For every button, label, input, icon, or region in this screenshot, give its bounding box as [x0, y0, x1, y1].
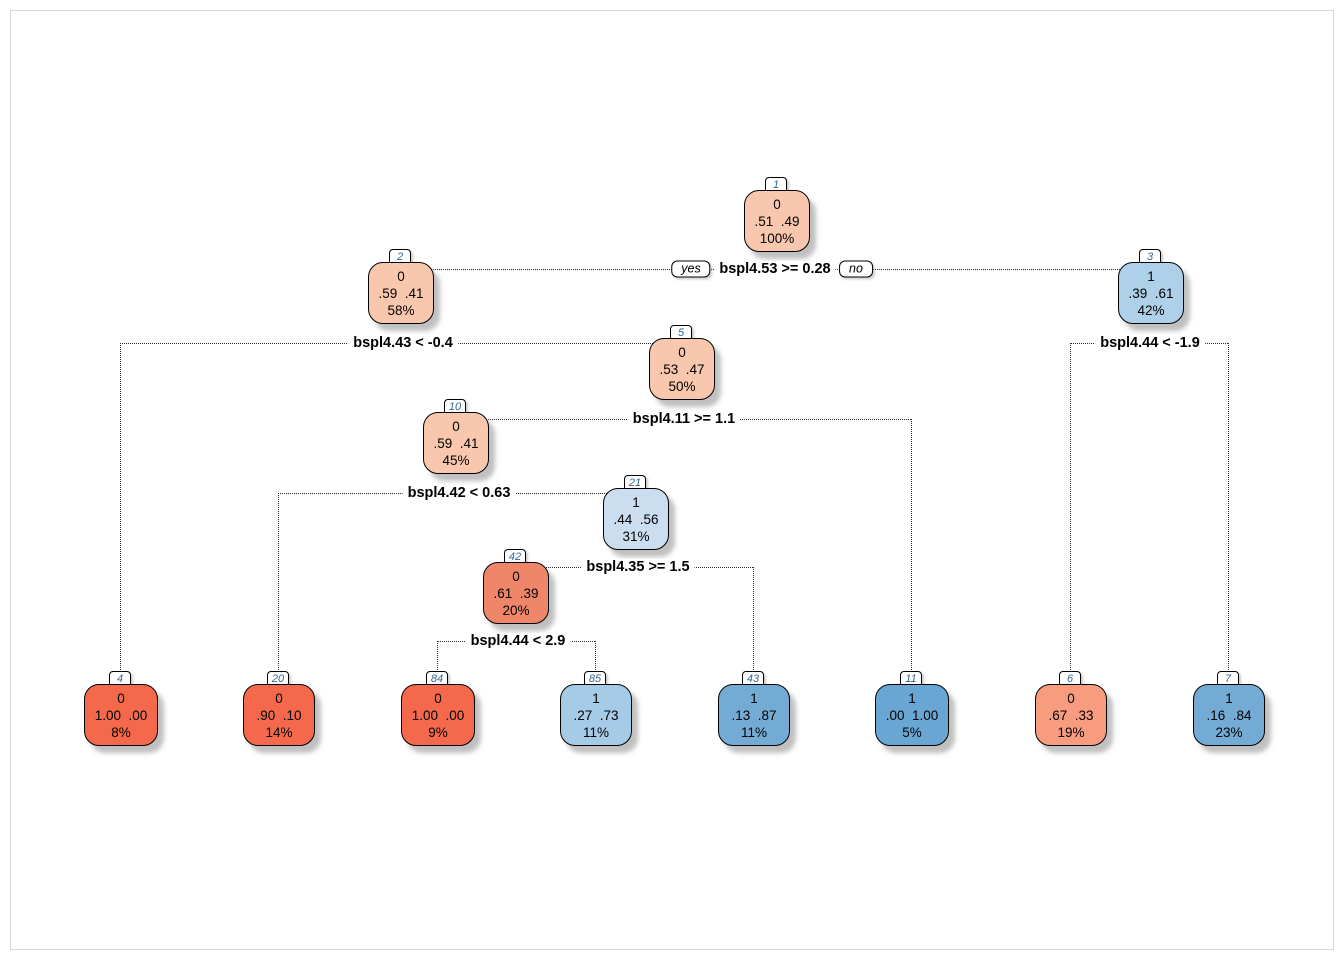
node-class-label: 0	[434, 690, 442, 706]
split-condition-label: bspl4.44 < 2.9	[465, 633, 571, 649]
node-class-label: 1	[1147, 268, 1155, 284]
tree-node: 10 0 .59 .41 45%	[423, 399, 489, 474]
node-box: 1 .16 .84 23%	[1193, 684, 1265, 746]
branch-drop-line	[911, 419, 912, 684]
node-coverage-percent: 50%	[668, 378, 696, 394]
split-condition-label: bspl4.35 >= 1.5	[581, 559, 695, 575]
node-coverage-percent: 42%	[1137, 302, 1165, 318]
node-class-label: 0	[1067, 690, 1075, 706]
branch-drop-line	[753, 567, 754, 684]
node-box: 1 .27 .73 11%	[560, 684, 632, 746]
yes-branch-label: yes	[671, 260, 711, 278]
node-class-label: 1	[632, 494, 640, 510]
node-coverage-percent: 5%	[902, 724, 922, 740]
node-class-label: 0	[275, 690, 283, 706]
node-box: 1 .00 1.00 5%	[875, 684, 949, 746]
split-condition-label: bspl4.43 < -0.4	[348, 335, 458, 351]
tree-node: 4 0 1.00 .00 8%	[84, 671, 158, 746]
node-box: 0 .51 .49 100%	[744, 190, 810, 252]
node-probabilities: .27 .73	[573, 707, 619, 723]
split-condition-label: bspl4.44 < -1.9	[1095, 335, 1205, 351]
no-branch-label: no	[839, 260, 873, 278]
node-box: 0 1.00 .00 8%	[84, 684, 158, 746]
node-class-label: 1	[1225, 690, 1233, 706]
tree-node: 7 1 .16 .84 23%	[1193, 671, 1265, 746]
node-box: 1 .39 .61 42%	[1118, 262, 1184, 324]
tree-node: 84 0 1.00 .00 9%	[401, 671, 475, 746]
node-class-label: 0	[773, 196, 781, 212]
node-class-label: 1	[908, 690, 916, 706]
node-probabilities: .90 .10	[256, 707, 302, 723]
node-coverage-percent: 45%	[442, 452, 470, 468]
tree-node: 11 1 .00 1.00 5%	[875, 671, 949, 746]
node-probabilities: 1.00 .00	[94, 707, 148, 723]
branch-drop-line	[120, 343, 121, 684]
tree-node: 5 0 .53 .47 50%	[649, 325, 715, 400]
node-box: 0 .59 .41 58%	[368, 262, 434, 324]
node-coverage-percent: 31%	[622, 528, 650, 544]
node-coverage-percent: 11%	[740, 724, 768, 740]
tree-node: 21 1 .44 .56 31%	[603, 475, 669, 550]
branch-drop-line	[595, 641, 596, 684]
node-box: 0 .61 .39 20%	[483, 562, 549, 624]
tree-node: 3 1 .39 .61 42%	[1118, 249, 1184, 324]
node-coverage-percent: 20%	[502, 602, 530, 618]
node-probabilities: .59 .41	[433, 435, 479, 451]
branch-drop-line	[1228, 343, 1229, 684]
node-probabilities: .59 .41	[378, 285, 424, 301]
node-box: 1 .13 .87 11%	[718, 684, 790, 746]
node-probabilities: .53 .47	[659, 361, 705, 377]
branch-drop-line	[437, 641, 438, 684]
node-probabilities: .67 .33	[1048, 707, 1094, 723]
node-box: 0 .59 .41 45%	[423, 412, 489, 474]
node-class-label: 0	[512, 568, 520, 584]
node-class-label: 0	[452, 418, 460, 434]
node-box: 0 .67 .33 19%	[1035, 684, 1107, 746]
branch-drop-line	[1070, 343, 1071, 684]
node-coverage-percent: 11%	[582, 724, 610, 740]
node-class-label: 0	[397, 268, 405, 284]
node-box: 0 .53 .47 50%	[649, 338, 715, 400]
node-box: 1 .44 .56 31%	[603, 488, 669, 550]
split-condition-label: bspl4.11 >= 1.1	[627, 411, 741, 427]
node-class-label: 1	[592, 690, 600, 706]
node-box: 0 1.00 .00 9%	[401, 684, 475, 746]
node-coverage-percent: 14%	[265, 724, 293, 740]
node-coverage-percent: 100%	[759, 230, 795, 246]
node-class-label: 0	[117, 690, 125, 706]
split-condition-label: bspl4.53 >= 0.28	[714, 261, 836, 277]
tree-node: 1 0 .51 .49 100%	[744, 177, 810, 252]
tree-node: 42 0 .61 .39 20%	[483, 549, 549, 624]
node-probabilities: .44 .56	[613, 511, 659, 527]
branch-drop-line	[278, 493, 279, 684]
node-probabilities: .16 .84	[1206, 707, 1252, 723]
tree-node: 2 0 .59 .41 58%	[368, 249, 434, 324]
node-box: 0 .90 .10 14%	[243, 684, 315, 746]
tree-node: 85 1 .27 .73 11%	[560, 671, 632, 746]
node-probabilities: .51 .49	[754, 213, 800, 229]
tree-node: 43 1 .13 .87 11%	[718, 671, 790, 746]
node-class-label: 0	[678, 344, 686, 360]
node-probabilities: .39 .61	[1128, 285, 1174, 301]
plot-frame	[10, 10, 1334, 950]
node-probabilities: .00 1.00	[885, 707, 939, 723]
node-coverage-percent: 23%	[1215, 724, 1243, 740]
node-class-label: 1	[750, 690, 758, 706]
node-coverage-percent: 9%	[428, 724, 448, 740]
node-probabilities: .61 .39	[493, 585, 539, 601]
node-coverage-percent: 19%	[1057, 724, 1085, 740]
node-probabilities: 1.00 .00	[411, 707, 465, 723]
node-number-badge: 21	[624, 475, 646, 493]
node-coverage-percent: 8%	[111, 724, 131, 740]
split-condition-label: bspl4.42 < 0.63	[402, 485, 516, 501]
node-coverage-percent: 58%	[387, 302, 415, 318]
node-probabilities: .13 .87	[731, 707, 777, 723]
tree-node: 6 0 .67 .33 19%	[1035, 671, 1107, 746]
tree-node: 20 0 .90 .10 14%	[243, 671, 315, 746]
